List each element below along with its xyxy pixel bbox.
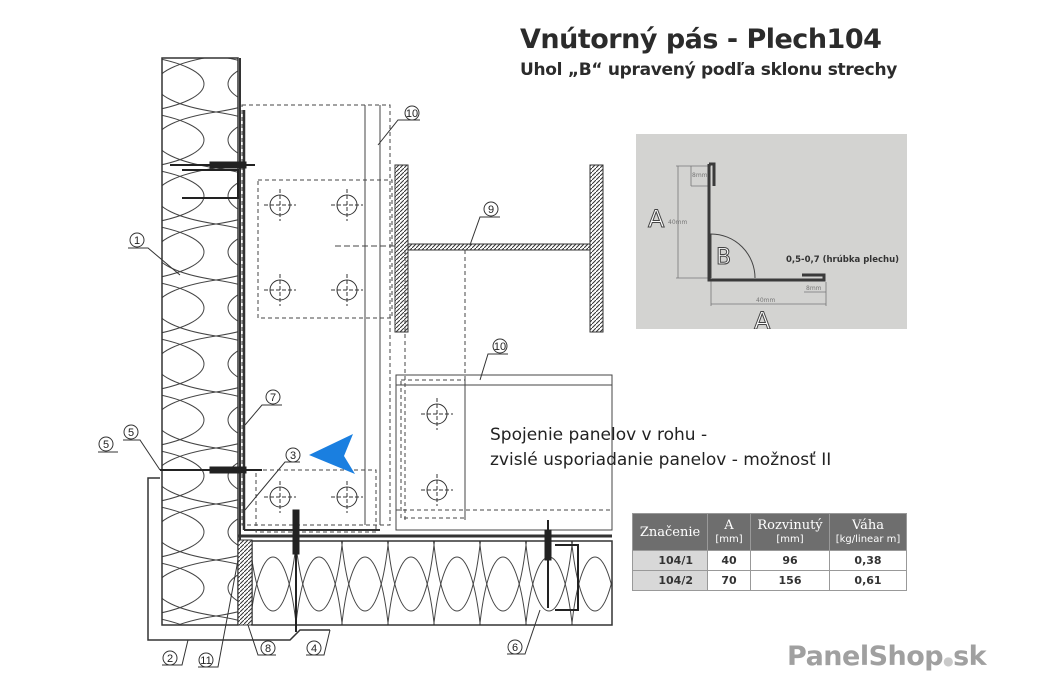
bolt-hole (263, 480, 297, 514)
callout-10-lower: 10 (492, 338, 508, 354)
svg-text:10: 10 (406, 108, 418, 120)
callout-4: 4 (306, 640, 322, 656)
bolt-hole (330, 188, 364, 222)
svg-text:4: 4 (311, 643, 317, 655)
cell-developed: 156 (750, 570, 830, 591)
svg-text:3: 3 (290, 450, 296, 462)
i-beam (394, 164, 604, 520)
vertical-wall-panel (161, 57, 241, 626)
col-header-title: A (724, 517, 734, 533)
dim-vertical: 40mm (668, 219, 687, 226)
logo-tld: sk (953, 641, 987, 672)
bolt-hole (420, 397, 454, 431)
corner-seal (237, 539, 253, 626)
svg-text:10: 10 (494, 341, 506, 353)
caption-line-1: Spojenie panelov v rohu - (490, 425, 708, 445)
page-subtitle: Uhol „B“ upravený podľa sklonu strechy (520, 60, 898, 80)
svg-text:1: 1 (134, 235, 140, 247)
steel-column (241, 104, 400, 526)
callout-6: 6 (507, 639, 523, 655)
callout-9: 9 (483, 201, 499, 217)
callout-3: 3 (285, 447, 301, 463)
svg-text:9: 9 (488, 204, 494, 216)
profile-label-a-horizontal: A (754, 307, 771, 329)
page-title: Vnútorný pás - Plech104 (520, 24, 882, 55)
callout-5-outer: 5 (98, 436, 114, 452)
cell-a: 40 (707, 550, 751, 571)
svg-text:2: 2 (167, 653, 173, 665)
col-header-unit: [mm] (776, 533, 804, 545)
bolt-hole (330, 480, 364, 514)
table-row: 104/1 40 96 0,38 (632, 550, 907, 571)
col-header-title: Rozvinutý (757, 517, 823, 533)
spec-table: Značenie A[mm] Rozvinutý[mm] Váha[kg/lin… (632, 513, 907, 591)
callout-11: 11 (198, 652, 214, 668)
col-header-title: Váha (851, 517, 885, 533)
svg-text:8: 8 (265, 643, 271, 655)
svg-text:6: 6 (512, 642, 518, 654)
table-header-row: Značenie A[mm] Rozvinutý[mm] Váha[kg/lin… (632, 513, 907, 551)
direction-arrow-icon (309, 434, 355, 474)
bolt-hole (330, 273, 364, 307)
svg-text:5: 5 (128, 427, 134, 439)
lower-beam (255, 374, 613, 533)
fasteners (160, 161, 579, 632)
profile-label-b: B (716, 245, 731, 270)
thickness-label: 0,5-0,7 (hrúbka plechu) (786, 255, 899, 265)
dim-horizontal: 40mm (756, 297, 775, 304)
svg-text:5: 5 (103, 439, 109, 451)
callouts: 10 9 10 1 7 5 5 3 2 11 8 4 6 (98, 105, 523, 668)
callout-7: 7 (265, 389, 281, 405)
dim-fold-bottom: 8mm (806, 285, 822, 292)
bolt-hole (420, 473, 454, 507)
cell-code: 104/2 (632, 570, 708, 591)
svg-text:7: 7 (270, 392, 276, 404)
cell-weight: 0,38 (829, 550, 907, 571)
bolt-hole (263, 188, 297, 222)
col-header-title: Značenie (639, 524, 701, 540)
bolt-hole (263, 273, 297, 307)
profile-inset: A A B 40mm 40mm 8mm 8mm 0,5-0,7 (hrúbka … (636, 134, 907, 336)
cell-weight: 0,61 (829, 570, 907, 591)
callout-2: 2 (162, 650, 178, 666)
col-header-unit: [mm] (715, 533, 743, 545)
col-header-unit: [kg/linear m] (835, 533, 901, 545)
caption-line-2: zvislé usporiadanie panelov - možnosť II (490, 450, 832, 470)
profile-drawing: A A B 40mm 40mm 8mm 8mm 0,5-0,7 (hrúbka … (648, 162, 899, 336)
dim-fold-top: 8mm (692, 172, 708, 179)
panelshop-logo: PanelShop●sk (787, 641, 987, 672)
callout-5-inner: 5 (123, 424, 139, 440)
logo-name: PanelShop (787, 641, 944, 672)
svg-text:11: 11 (200, 655, 211, 667)
logo-dot-icon: ● (943, 654, 954, 668)
profile-label-a-vertical: A (648, 205, 665, 233)
callout-8: 8 (260, 640, 276, 656)
callout-10-upper: 10 (404, 105, 420, 121)
callout-1: 1 (129, 232, 145, 248)
table-row: 104/2 70 156 0,61 (632, 570, 907, 591)
cell-code: 104/1 (632, 550, 708, 571)
corner-trim (147, 477, 330, 641)
cell-developed: 96 (750, 550, 830, 571)
cell-a: 70 (707, 570, 751, 591)
